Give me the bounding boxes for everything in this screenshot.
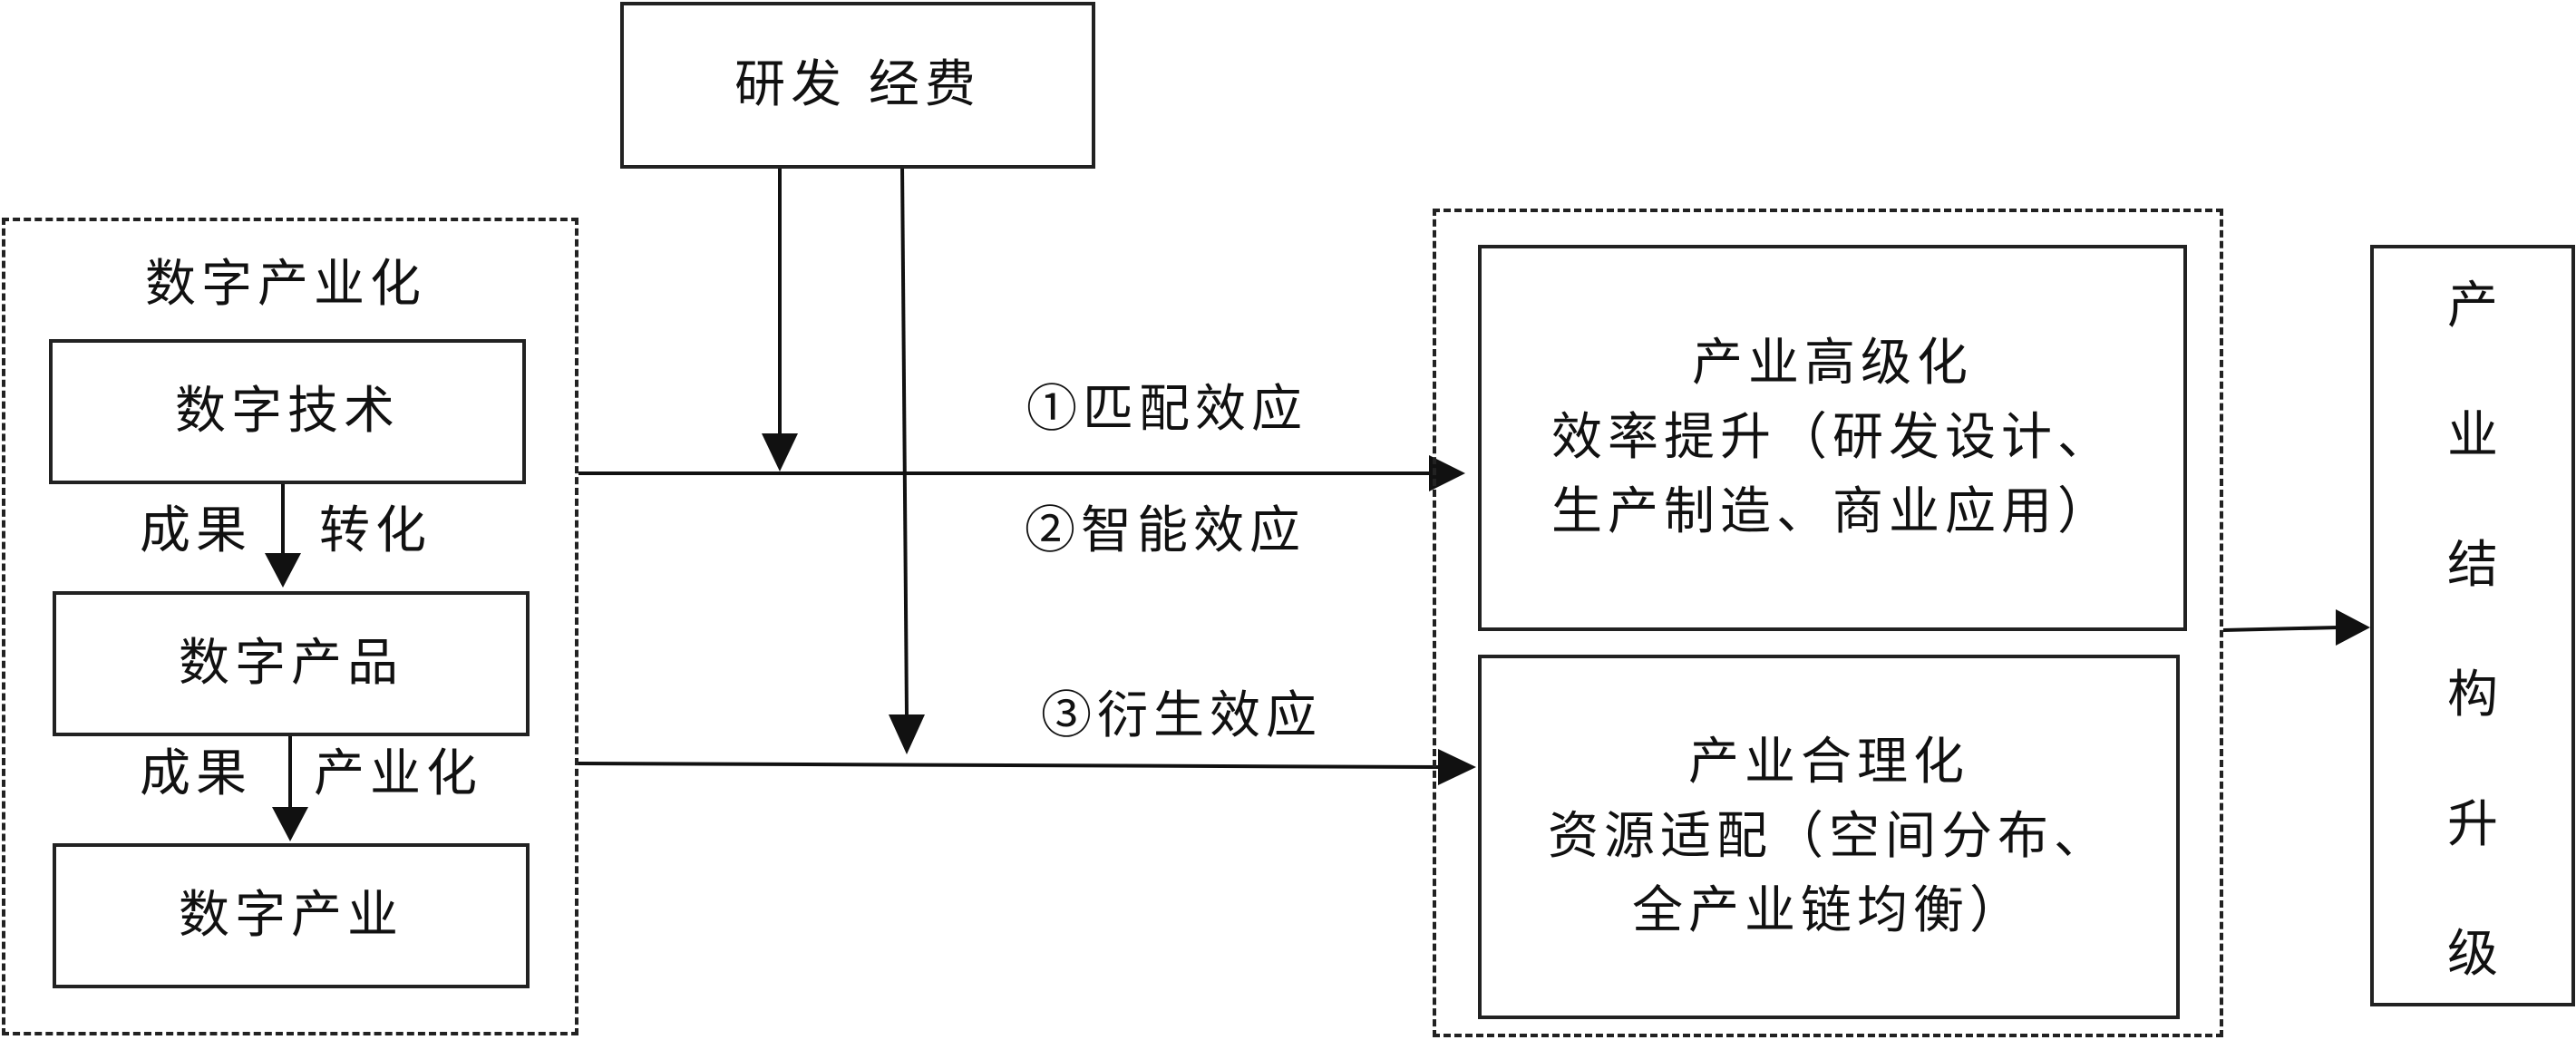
digital-industry-label: 数字产业 [179,886,403,945]
digital-technology-box: 数字技术 [49,339,526,484]
upgrade-box: 产 业 结 构 升 级 [2370,245,2575,1006]
rationalization-line2: 全产业链均衡） [1632,881,2026,940]
arrow-to-upgrade [2222,609,2370,646]
digital-industrialization-group [2,218,578,1035]
advanced-line2: 生产制造、商业应用） [1551,482,2114,541]
upgrade-label: 产 业 结 构 升 级 [2447,265,2498,987]
derivative-effect-label: ③衍生效应 [1041,686,1322,745]
industrial-structure-group [1433,209,2223,1037]
arrow-products-to-industry [272,736,308,841]
rationalization-line1: 资源适配（空间分布、 [1548,807,2110,866]
upgrade-char: 业 [2447,406,2498,465]
rd-funding-box: 研发 经费 [620,2,1095,169]
upgrade-char: 构 [2447,666,2498,724]
step1-right-label: 转化 [319,501,432,560]
intelligent-effect-label: ②智能效应 [1025,501,1306,560]
upgrade-char: 结 [2447,536,2498,595]
digital-industrialization-title: 数字产业化 [145,255,426,314]
upgrade-char: 升 [2447,795,2498,854]
upgrade-char: 级 [2447,925,2498,984]
rationalization-title: 产业合理化 [1688,733,1969,792]
step1-left-label: 成果 [140,501,252,560]
rationalization-box: 产业合理化 资源适配（空间分布、 全产业链均衡） [1478,655,2180,1019]
arrow-to-advanced [578,455,1465,491]
rd-arrow-2 [889,162,925,754]
advanced-title: 产业高级化 [1692,334,1973,393]
rd-arrow-1 [762,168,798,471]
advanced-line1: 效率提升（研发设计、 [1551,408,2114,467]
step2-right-label: 产业化 [314,744,482,803]
advanced-box: 产业高级化 效率提升（研发设计、 生产制造、商业应用） [1478,245,2187,631]
step2-left-label: 成果 [140,744,252,803]
digital-products-box: 数字产品 [53,591,530,736]
upgrade-char: 产 [2447,277,2498,335]
matching-effect-label: ①匹配效应 [1026,380,1307,439]
digital-technology-label: 数字技术 [175,382,400,441]
arrow-to-rationalization [578,749,1476,785]
rd-funding-label: 研发 经费 [734,55,981,114]
digital-industry-box: 数字产业 [53,843,530,988]
arrow-tech-to-products [265,482,301,588]
digital-products-label: 数字产品 [179,634,403,693]
